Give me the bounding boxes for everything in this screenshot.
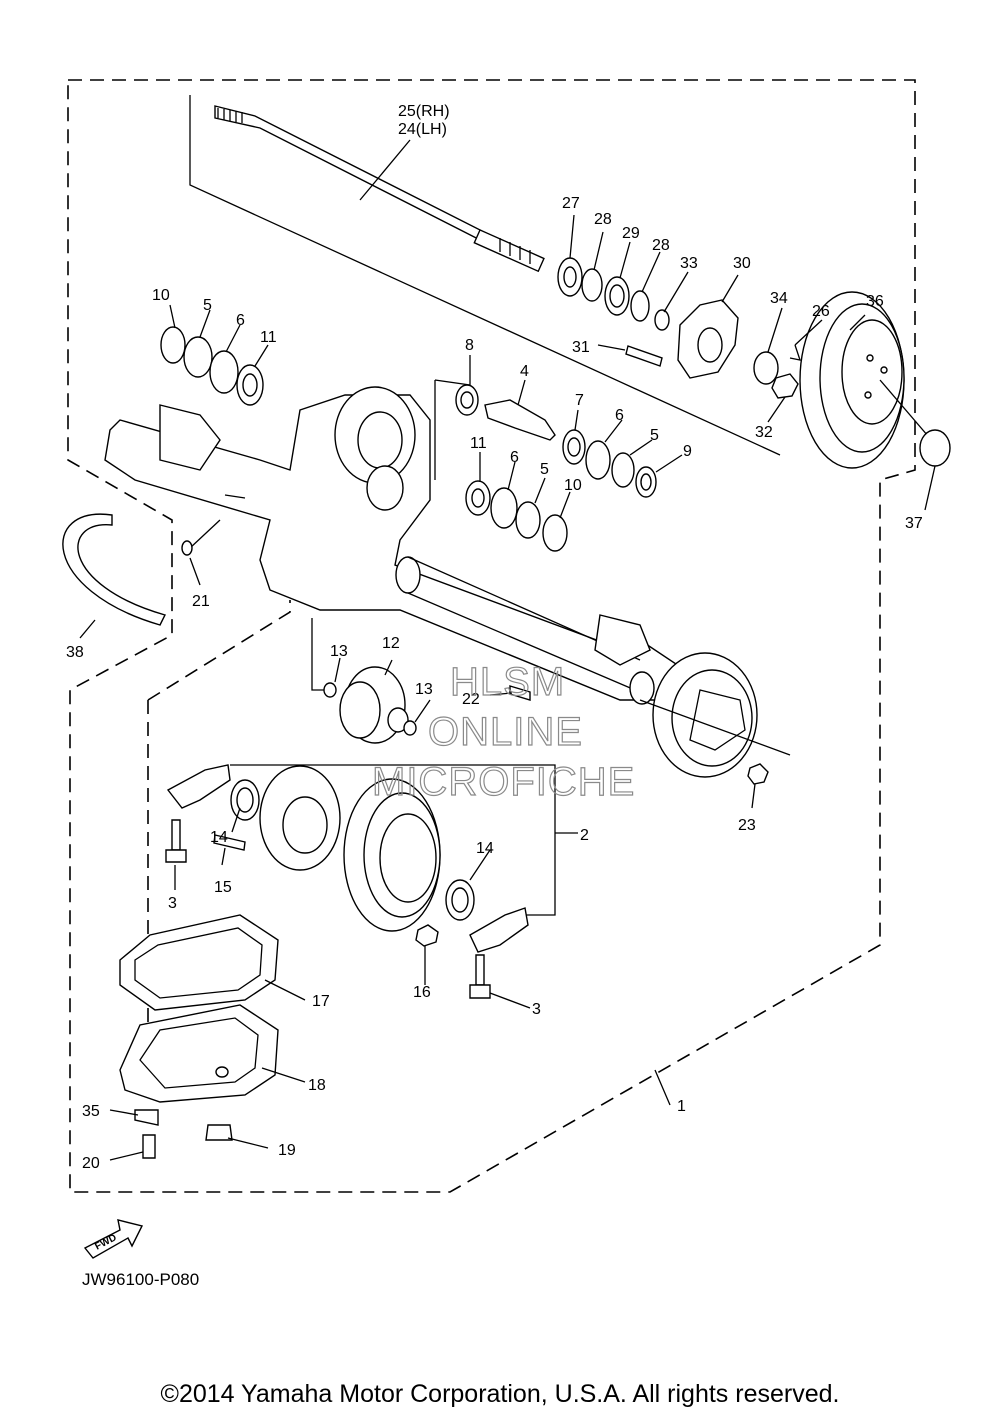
left-rings — [160, 326, 264, 406]
label-5b: 5 — [650, 427, 659, 444]
inner-rings — [465, 480, 568, 552]
svg-text:ONLINE: ONLINE — [428, 710, 583, 754]
label-27: 27 — [562, 195, 580, 212]
brake-drum — [799, 291, 951, 469]
pinion-parts — [434, 379, 657, 498]
label-10b: 10 — [564, 477, 582, 494]
label-11a: 11 — [260, 329, 277, 346]
label-8: 8 — [465, 337, 474, 354]
label-11b: 11 — [470, 435, 487, 452]
label-14a: 14 — [210, 829, 228, 846]
label-33: 33 — [680, 255, 698, 272]
label-6c: 6 — [510, 449, 519, 466]
label-3a: 3 — [168, 895, 177, 912]
label-20: 20 — [82, 1155, 100, 1172]
gear-12 — [311, 618, 417, 744]
label-19: 19 — [278, 1142, 296, 1159]
fwd-arrow-icon: FWD — [83, 1219, 144, 1259]
label-13a: 13 — [330, 643, 348, 660]
copyright-notice: ©2014 Yamaha Motor Corporation, U.S.A. A… — [160, 1380, 840, 1408]
label-7: 7 — [575, 392, 584, 409]
hose-38 — [62, 513, 167, 626]
label-16: 16 — [413, 984, 431, 1001]
label-18: 18 — [308, 1077, 326, 1094]
label-5c: 5 — [540, 461, 549, 478]
label-22: 22 — [462, 691, 480, 708]
brake-backing-plate — [639, 652, 791, 785]
diagram-code: JW96100-P080 — [82, 1270, 200, 1289]
label-37: 37 — [905, 515, 923, 532]
label-3b: 3 — [532, 1001, 541, 1018]
label-21: 21 — [192, 593, 210, 610]
leader-lines — [79, 139, 936, 1161]
label-24: 24(LH) — [398, 121, 447, 138]
part-labels: 25(RH) 24(LH) 27 28 29 28 33 30 34 26 36… — [66, 103, 923, 1172]
label-2: 2 — [580, 827, 589, 844]
hub-parts — [557, 257, 801, 399]
label-25: 25(RH) — [398, 103, 450, 120]
label-36: 36 — [866, 293, 884, 310]
label-6b: 6 — [615, 407, 624, 424]
label-34: 34 — [770, 290, 788, 307]
label-32: 32 — [755, 424, 773, 441]
subassembly-boundary-2 — [147, 600, 291, 1090]
gasket-and-cover — [119, 914, 279, 1159]
differential-2 — [166, 764, 556, 953]
label-31: 31 — [572, 339, 590, 356]
label-13b: 13 — [415, 681, 433, 698]
bolts — [165, 685, 531, 999]
label-35: 35 — [82, 1103, 100, 1120]
label-5a: 5 — [203, 297, 212, 314]
label-10a: 10 — [152, 287, 170, 304]
label-26: 26 — [812, 303, 830, 320]
label-9: 9 — [683, 443, 692, 460]
label-4: 4 — [520, 363, 529, 380]
label-30: 30 — [733, 255, 751, 272]
label-15: 15 — [214, 879, 232, 896]
watermark: HLSM ONLINE MICROFICHE — [371, 659, 635, 804]
axle-housing — [104, 386, 702, 705]
label-1: 1 — [677, 1098, 686, 1115]
label-6a: 6 — [236, 312, 245, 329]
label-23: 23 — [738, 817, 756, 834]
label-38: 38 — [66, 644, 84, 661]
svg-text:HLSM: HLSM — [450, 660, 565, 704]
axle-shaft — [189, 95, 781, 456]
label-29: 29 — [622, 225, 640, 242]
assembly-boundary-1 — [67, 79, 916, 1193]
label-17: 17 — [312, 993, 330, 1010]
label-28a: 28 — [594, 211, 612, 228]
label-14b: 14 — [476, 840, 494, 857]
svg-text:MICROFICHE: MICROFICHE — [372, 760, 635, 804]
label-28b: 28 — [652, 237, 670, 254]
label-12: 12 — [382, 635, 400, 652]
